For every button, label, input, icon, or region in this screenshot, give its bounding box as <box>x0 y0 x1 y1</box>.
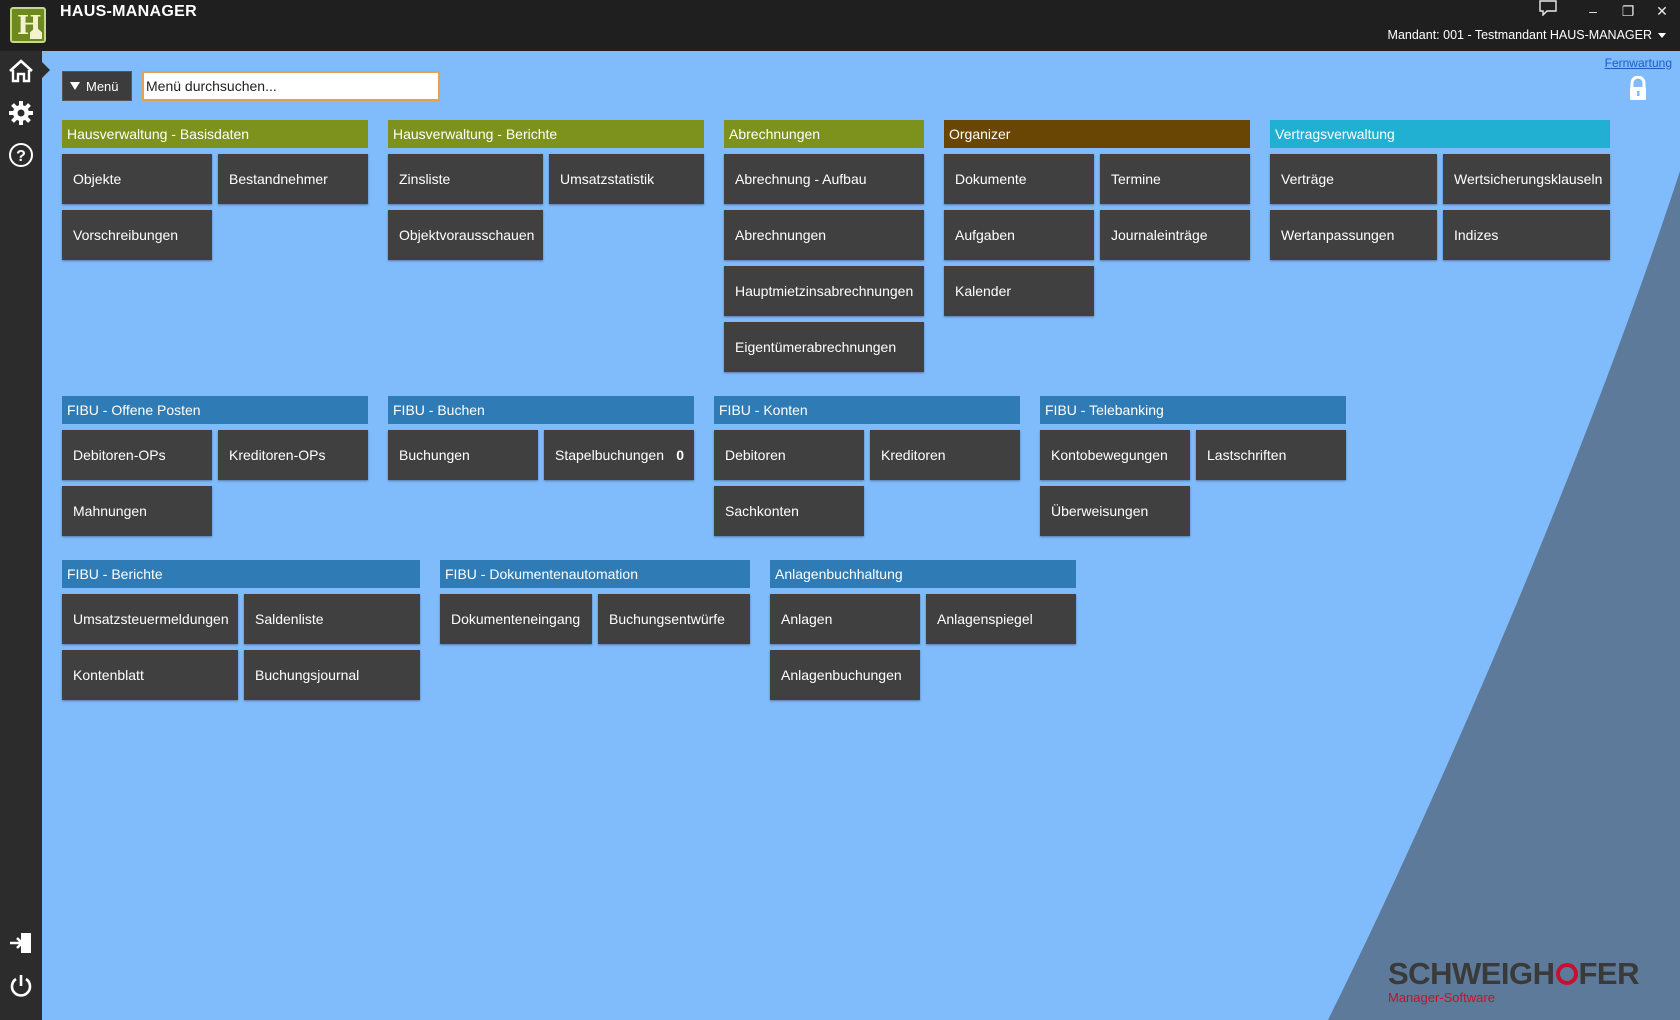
tile-buchungsjournal[interactable]: Buchungsjournal <box>244 650 420 700</box>
lock-icon[interactable] <box>1627 75 1649 102</box>
tile-kreditoren-ops[interactable]: Kreditoren-OPs <box>218 430 368 480</box>
brand-logo: SCHWEIGH FER Manager-Software <box>1388 958 1639 1006</box>
power-icon[interactable] <box>6 971 36 1001</box>
sidebar-active-indicator <box>42 62 50 78</box>
tile-sachkonten[interactable]: Sachkonten <box>714 486 864 536</box>
menu-label: Menü <box>86 78 119 94</box>
tile-debitoren[interactable]: Debitoren <box>714 430 864 480</box>
close-button[interactable]: ✕ <box>1656 3 1668 19</box>
tile-umsatzsteuermeldungen[interactable]: Umsatzsteuermeldungen <box>62 594 238 644</box>
tile-abrechnung-aufbau[interactable]: Abrechnung - Aufbau <box>724 154 924 204</box>
tile-buchungen[interactable]: Buchungen <box>388 430 538 480</box>
logo-house-icon <box>30 27 42 39</box>
tile-stapelbuchungen[interactable]: Stapelbuchungen 0 <box>544 430 694 480</box>
tile-wertanpassungen[interactable]: Wertanpassungen <box>1270 210 1437 260</box>
brand-name-part2: FER <box>1578 956 1640 991</box>
brand-subtitle: Manager-Software <box>1388 990 1495 1005</box>
tile-mahnungen[interactable]: Mahnungen <box>62 486 212 536</box>
group-title: Anlagenbuchhaltung <box>770 560 1076 588</box>
logout-icon[interactable] <box>6 928 36 958</box>
group-title: FIBU - Telebanking <box>1040 396 1346 424</box>
group-title: Hausverwaltung - Basisdaten <box>62 120 368 148</box>
gear-icon[interactable] <box>6 98 36 128</box>
tile-buchungsentwuerfe[interactable]: Buchungsentwürfe <box>598 594 750 644</box>
group-title: Vertragsverwaltung <box>1270 120 1610 148</box>
tile-kalender[interactable]: Kalender <box>944 266 1094 316</box>
group-title: FIBU - Berichte <box>62 560 420 588</box>
group-title: Hausverwaltung - Berichte <box>388 120 704 148</box>
tile-ueberweisungen[interactable]: Überweisungen <box>1040 486 1190 536</box>
tile-journaleintraege[interactable]: Journaleinträge <box>1100 210 1250 260</box>
tile-bestandnehmer[interactable]: Bestandnehmer <box>218 154 368 204</box>
minimize-button[interactable]: – <box>1589 3 1597 19</box>
tile-dokumente[interactable]: Dokumente <box>944 154 1094 204</box>
brand-name: SCHWEIGH FER <box>1388 958 1639 990</box>
menu-button[interactable]: Menü <box>62 71 132 101</box>
tile-anlagen[interactable]: Anlagen <box>770 594 920 644</box>
tile-objekte[interactable]: Objekte <box>62 154 212 204</box>
tile-dokumenteneingang[interactable]: Dokumenteneingang <box>440 594 592 644</box>
brand-name-part1: SCHWEIGH <box>1388 956 1555 991</box>
tile-eigentuemerabrechnungen[interactable]: Eigentümerabrechnungen <box>724 322 924 372</box>
chevron-down-icon <box>1658 33 1666 39</box>
tile-saldenliste[interactable]: Saldenliste <box>244 594 420 644</box>
tile-abrechnungen[interactable]: Abrechnungen <box>724 210 924 260</box>
tile-wertsicherungsklauseln[interactable]: Wertsicherungsklauseln <box>1443 154 1610 204</box>
tile-termine[interactable]: Termine <box>1100 154 1250 204</box>
triangle-down-icon <box>70 82 80 90</box>
tile-hauptmietzinsabrechnungen[interactable]: Hauptmietzinsabrechnungen <box>724 266 924 316</box>
tile-vertraege[interactable]: Verträge <box>1270 154 1437 204</box>
group-title: FIBU - Konten <box>714 396 1020 424</box>
tile-objektvorausschauen[interactable]: Objektvorausschauen <box>388 210 543 260</box>
tile-debitoren-ops[interactable]: Debitoren-OPs <box>62 430 212 480</box>
tenant-selector[interactable]: Mandant: 001 - Testmandant HAUS-MANAGER <box>1388 28 1666 42</box>
home-icon[interactable] <box>6 56 36 86</box>
group-title: Organizer <box>944 120 1250 148</box>
tile-vorschreibungen[interactable]: Vorschreibungen <box>62 210 212 260</box>
restore-button[interactable]: ❐ <box>1621 3 1635 19</box>
group-title: FIBU - Buchen <box>388 396 694 424</box>
svg-text:?: ? <box>16 148 26 165</box>
tile-stapelbuchungen-label: Stapelbuchungen <box>555 447 664 463</box>
app-logo: H <box>10 7 46 43</box>
group-title: FIBU - Dokumentenautomation <box>440 560 750 588</box>
tile-indizes[interactable]: Indizes <box>1443 210 1610 260</box>
tile-umsatzstatistik[interactable]: Umsatzstatistik <box>549 154 704 204</box>
tile-kontenblatt[interactable]: Kontenblatt <box>62 650 238 700</box>
menu-search-input[interactable] <box>142 71 440 101</box>
app-title: HAUS-MANAGER <box>60 3 197 20</box>
group-title: FIBU - Offene Posten <box>62 396 368 424</box>
tile-anlagenspiegel[interactable]: Anlagenspiegel <box>926 594 1076 644</box>
count-badge: 0 <box>676 447 684 463</box>
tile-anlagenbuchungen[interactable]: Anlagenbuchungen <box>770 650 920 700</box>
tile-kreditoren[interactable]: Kreditoren <box>870 430 1020 480</box>
chat-icon[interactable] <box>1532 0 1564 22</box>
brand-ring-icon <box>1555 963 1578 985</box>
tile-zinsliste[interactable]: Zinsliste <box>388 154 543 204</box>
tile-kontobewegungen[interactable]: Kontobewegungen <box>1040 430 1190 480</box>
tenant-label: Mandant: 001 - Testmandant HAUS-MANAGER <box>1387 28 1652 42</box>
tile-lastschriften[interactable]: Lastschriften <box>1196 430 1346 480</box>
title-bar: H HAUS-MANAGER – ❐ ✕ Mandant: 001 - Test… <box>0 0 1680 51</box>
group-title: Abrechnungen <box>724 120 924 148</box>
remote-support-link[interactable]: Fernwartung <box>1604 56 1672 70</box>
help-icon[interactable]: ? <box>6 140 36 170</box>
sidebar: ? <box>0 51 42 1020</box>
tile-aufgaben[interactable]: Aufgaben <box>944 210 1094 260</box>
